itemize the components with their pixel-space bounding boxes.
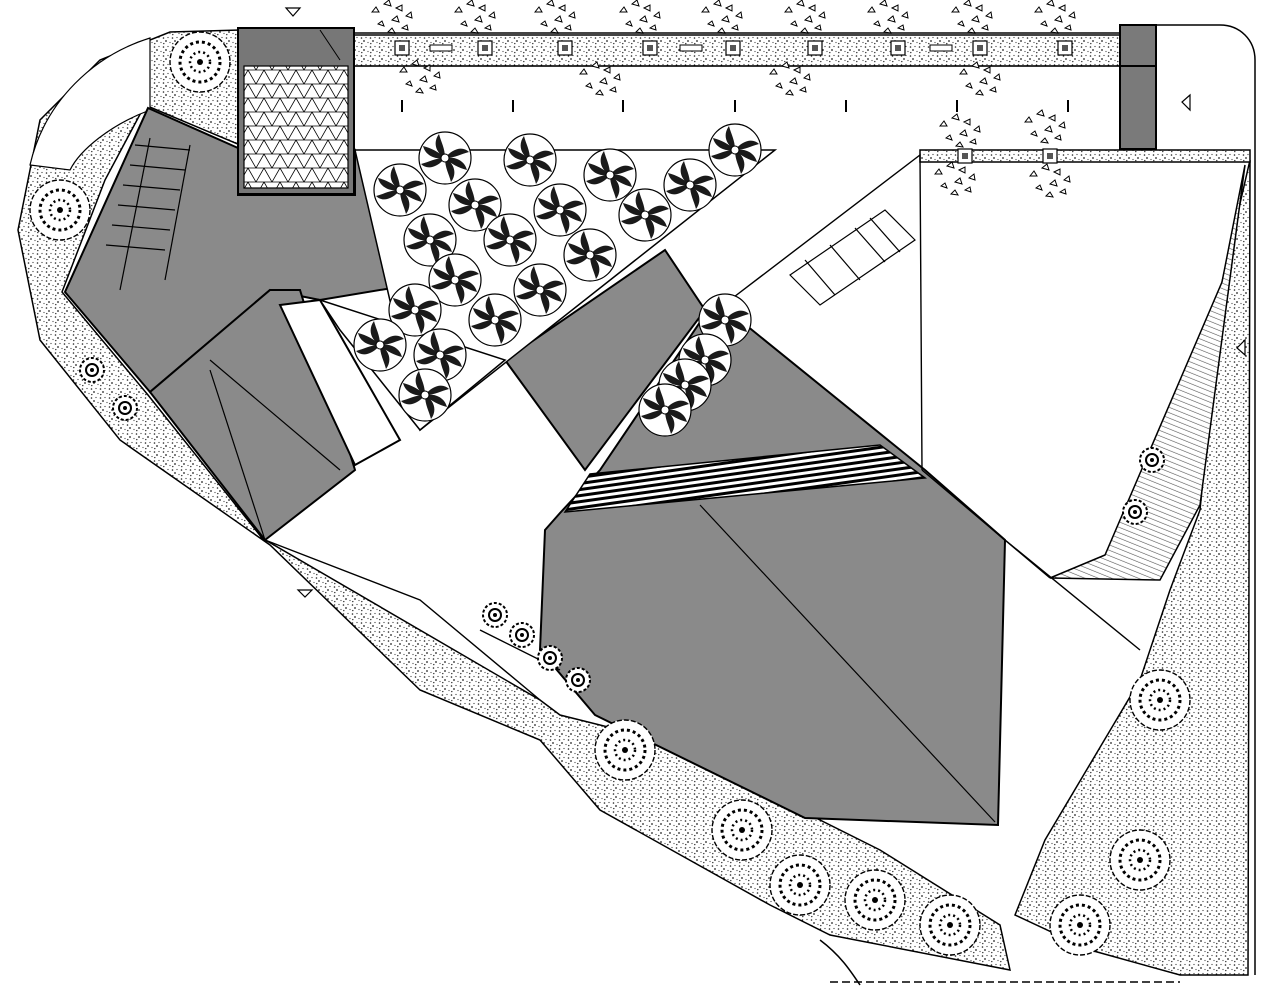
section-arrows [284,7,1246,598]
stair-detail [789,209,916,306]
perimeter-gravel-beds [17,29,1251,976]
louver-band [563,444,928,513]
plaza-outline [264,153,1141,701]
boundary-lines [819,24,1256,986]
pergola-block [237,27,355,195]
east-planter-strip [919,109,1251,198]
roof-ridges [64,137,996,823]
north-planter-strip [351,0,1157,150]
tree-grove [318,123,778,432]
